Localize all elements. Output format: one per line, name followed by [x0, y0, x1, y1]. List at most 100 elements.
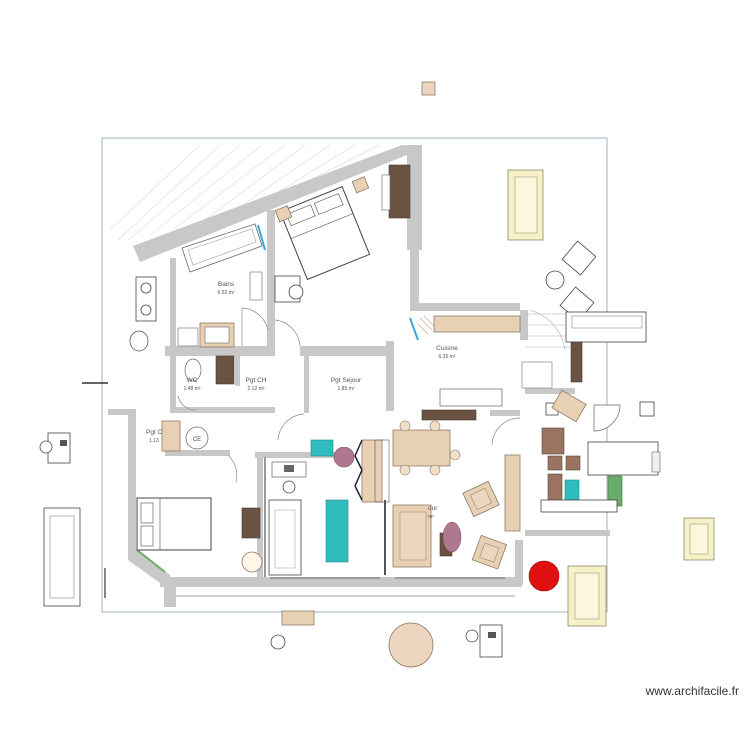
room-name: Pgt CH [246, 377, 267, 384]
side-table [545, 270, 565, 290]
bathtub [181, 223, 263, 273]
office-desk-inner [274, 509, 296, 569]
kitchen-cabinet [521, 361, 553, 389]
chair-west [39, 440, 53, 454]
room-label-pgt-sejour: Pgt Séjour 1.85 m² [331, 377, 362, 392]
office-keyboard [284, 465, 294, 472]
dark-console [421, 409, 477, 421]
round-table [388, 622, 434, 668]
plum-rug [442, 521, 462, 553]
blue-window [257, 224, 266, 251]
bedroom-2-cabinet [241, 507, 261, 539]
light-bench [439, 388, 503, 407]
plum-pouf [333, 446, 355, 468]
kitchen-counter [433, 315, 521, 333]
office-desk [268, 499, 302, 576]
sideboard-fronts [374, 439, 390, 503]
chair [288, 284, 304, 300]
outdoor-sofa-seat [514, 176, 538, 234]
room-label-pgt-ch: Pgt CH 2.12 m² [246, 377, 267, 392]
green-window [136, 549, 166, 573]
sofa-west-seat [49, 515, 75, 599]
bench-long [540, 499, 618, 513]
room-label-cuisine: Cuisine 6.35 m² [436, 345, 458, 360]
nightstand [351, 176, 370, 194]
living-door [491, 417, 521, 446]
desk-south-monitor [488, 632, 496, 638]
room-area: 1.13 [149, 438, 159, 444]
bar-stools [354, 439, 363, 501]
walls [108, 145, 610, 607]
wc-door [177, 395, 197, 411]
room-label-pgt-c: Pgt C 1.13 [146, 429, 163, 444]
armchair [471, 534, 508, 570]
wc-toilet [184, 358, 202, 382]
terrace-table [587, 441, 659, 476]
washing-machine [185, 426, 209, 450]
tv-cabinet [504, 454, 521, 532]
terrace-door [593, 404, 621, 432]
sunbed-cushion [571, 315, 643, 329]
toilet-tank [249, 271, 263, 301]
washbasin [204, 326, 230, 344]
teal-bench [325, 499, 349, 563]
plank [570, 341, 583, 383]
terrace-table-cabinet [651, 451, 661, 473]
room-name: Pgt C [146, 429, 163, 436]
nightstand [274, 205, 293, 223]
sofa-west [43, 507, 81, 607]
plan-boundary [101, 137, 608, 613]
room-area: 6.35 m² [439, 354, 456, 360]
double-bed-1 [279, 186, 371, 281]
terrace-chairs [541, 427, 581, 503]
teal-crate [564, 479, 580, 501]
sunbed [565, 311, 647, 343]
room-label-bains: Bains 6.52 m² [218, 281, 235, 296]
room-area: 1.48 m² [184, 386, 201, 392]
south-bench [281, 610, 315, 626]
sofa [392, 504, 432, 568]
sideboard [361, 439, 383, 503]
dining-chairs [399, 420, 461, 476]
bedroom-2-door [227, 454, 238, 483]
watermark[interactable]: www.archifacile.fr [645, 684, 739, 698]
shower [177, 327, 199, 347]
bathroom-door [241, 307, 269, 331]
room-area: 1.85 m² [338, 386, 355, 392]
bedroom-2-lamp [241, 551, 263, 573]
staircase [525, 309, 570, 351]
room-area: m² [428, 514, 434, 520]
kitchen-counter-hatch [417, 315, 435, 335]
office-chair [282, 480, 296, 494]
bedroom-1-wardrobe [388, 164, 411, 219]
room-area: 2.12 m² [248, 386, 265, 392]
red-parasol [528, 560, 560, 592]
chair-south [270, 634, 286, 650]
room-label-wc: WC 1.48 m² [184, 377, 201, 392]
room-name: our [428, 505, 438, 512]
armchair [462, 480, 500, 518]
bedroom-2-cabinet-small [161, 420, 181, 452]
wc-cabinet [215, 355, 235, 385]
grill [135, 276, 157, 322]
room-name: Cuisine [436, 345, 458, 352]
desk-south [479, 624, 503, 658]
blue-window [409, 317, 419, 341]
room-name: WC [187, 377, 198, 384]
dining-table [392, 429, 451, 467]
room-label-cour: our m² [428, 505, 438, 520]
folding-chair [639, 401, 655, 417]
chair-south-desk [465, 629, 479, 643]
double-bed-2 [136, 497, 212, 551]
round-seat [129, 330, 149, 352]
bedroom-1-door [274, 319, 301, 347]
outdoor-armchair-seat [689, 523, 709, 555]
teal-box [310, 439, 334, 457]
washer-label: CE [193, 437, 201, 443]
dining-block [551, 389, 587, 423]
outdoor-sofa-2-seat [574, 572, 600, 620]
bedroom-1-wardrobe-door [381, 174, 391, 211]
room-area: 6.52 m² [218, 290, 235, 296]
room-name: Pgt Séjour [331, 377, 362, 384]
